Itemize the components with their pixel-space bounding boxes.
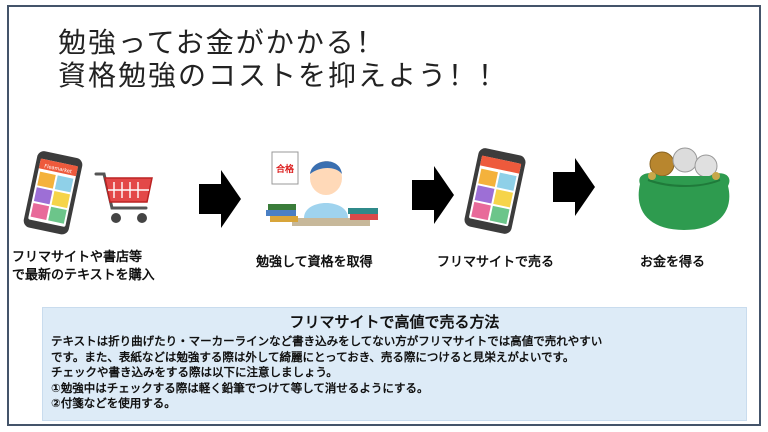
step-4-caption: お金を得る	[640, 254, 705, 272]
step-3-caption-line-1: フリマサイトで売る	[437, 255, 555, 270]
step-2-caption-line-1: 勉強して資格を取得	[256, 255, 373, 270]
tips-line: チェックや書き込みをする際は以下に注意しましょう。	[51, 365, 338, 379]
step-1-caption-line-2: で最新のテキストを購入	[12, 268, 155, 283]
tips-line: ②付箋などを使用する。	[51, 396, 176, 410]
tips-box: フリマサイトで高値で売る方法 テキストは折り曲げたり・マーカーラインなど書き込み…	[42, 307, 747, 421]
shopping-cart-icon	[94, 172, 153, 223]
arrow-right-icon	[553, 158, 595, 216]
phone-icon: Fleamarket	[23, 151, 83, 235]
title-line-1: 勉強ってお金がかかる！	[58, 26, 386, 59]
step-1-caption-line-1: フリマサイトや書店等	[12, 250, 143, 265]
tips-line: テキストは折り曲げたり・マーカーラインなど書き込みをしてない方がフリマサイトでは…	[51, 334, 603, 348]
step-3-caption: フリマサイトで売る	[437, 254, 554, 272]
studying-student-icon: 合格	[266, 151, 378, 226]
coin-purse-icon	[638, 147, 730, 230]
title-line-2: 資格勉強のコストを抑えよう！！	[58, 59, 509, 92]
step-2-caption: 勉強して資格を取得	[256, 254, 373, 272]
arrow-right-icon	[199, 170, 241, 228]
tips-line: です。また、表紙などは勉強する際は外して綺麗にとっておき、売る際につけると見栄え…	[51, 349, 575, 364]
arrow-right-icon	[412, 166, 454, 224]
exam-sign-text: 合格	[276, 163, 295, 175]
phone-app-banner: Fleamarket	[44, 163, 73, 175]
step-1-caption: フリマサイトや書店等 で最新のテキストを購入	[12, 249, 155, 285]
tips-heading: フリマサイトで高値で売る方法	[289, 313, 500, 331]
slide-title: 勉強ってお金がかかる！ 資格勉強のコストを抑えよう！！	[58, 26, 508, 92]
flea-market-phone-icon	[464, 148, 526, 234]
step-4-caption-line-1: お金を得る	[640, 255, 706, 270]
tips-line: ①勉強中はチェックする際は軽く鉛筆でつけて等して消せるようにする。	[51, 380, 429, 395]
